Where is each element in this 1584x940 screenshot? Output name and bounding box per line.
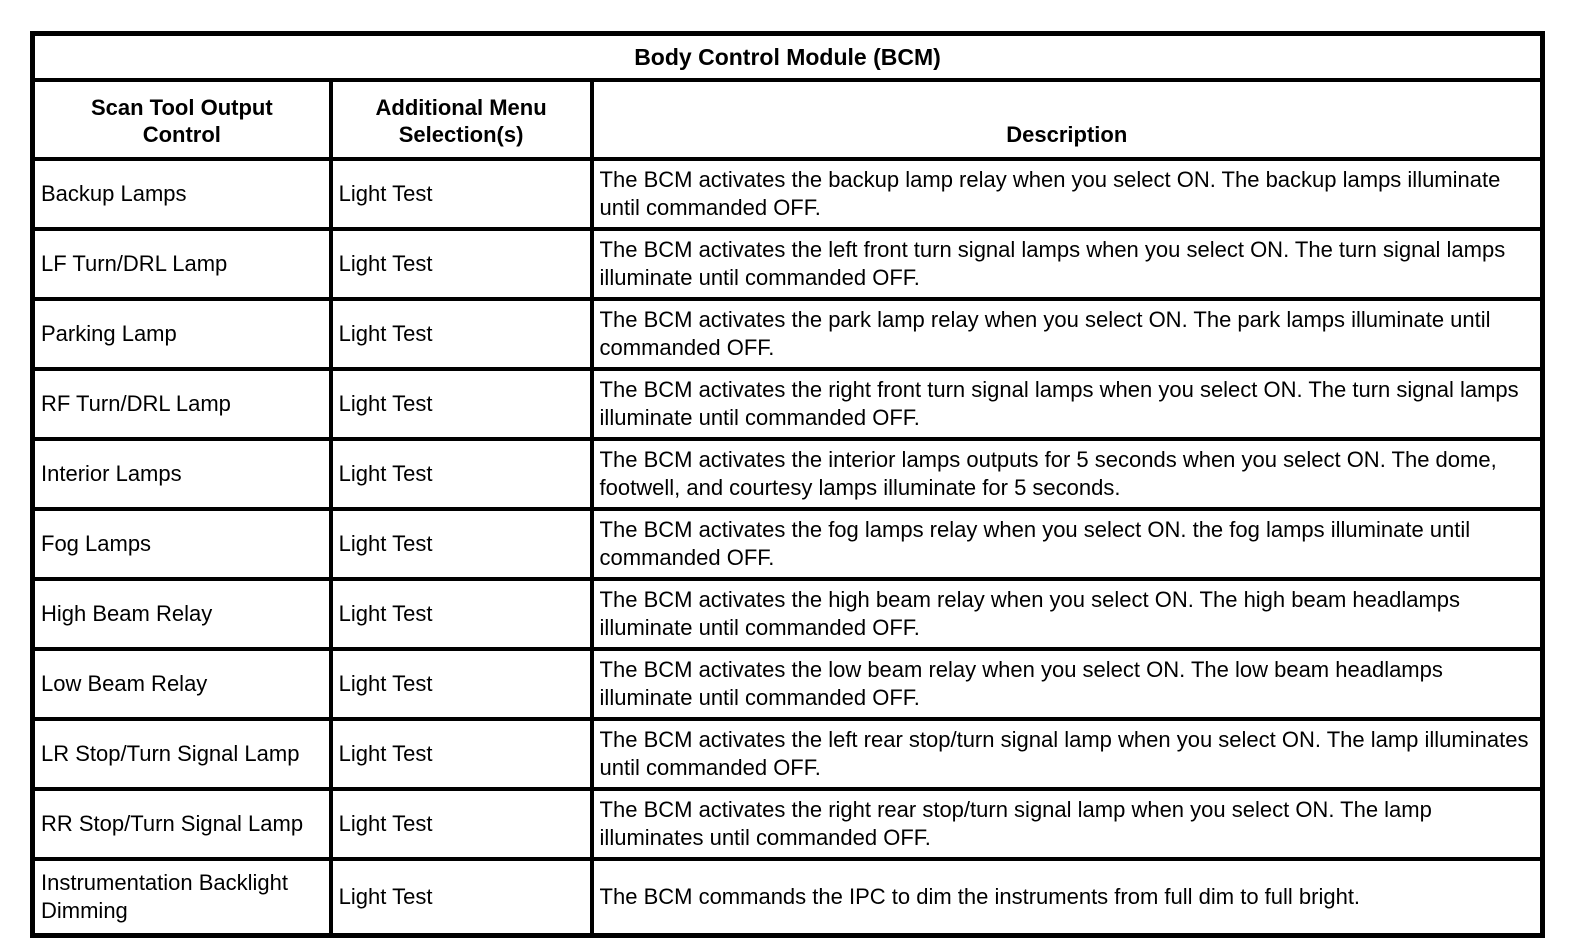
table-row-rr-stop-turn-signal-lamp: RR Stop/Turn Signal Lamp Light Test The … [30,787,1545,861]
description-cell: The BCM activates the interior lamps out… [589,437,1545,511]
table-row-backup-lamps: Backup Lamps Light Test The BCM activate… [30,157,1545,231]
description-cell: The BCM activates the park lamp relay wh… [589,297,1545,371]
menu-cell: Light Test [328,507,594,581]
table-title-row: Body Control Module (BCM) [30,31,1545,82]
description-cell: The BCM commands the IPC to dim the inst… [589,857,1545,938]
control-cell: Interior Lamps [30,437,333,511]
control-cell: Fog Lamps [30,507,333,581]
menu-cell: Light Test [328,717,594,791]
table-header-row: Scan Tool Output Control Additional Menu… [30,78,1545,161]
menu-cell: Light Test [328,227,594,301]
table-row-lf-turn-drl-lamp: LF Turn/DRL Lamp Light Test The BCM acti… [30,227,1545,301]
menu-cell: Light Test [328,577,594,651]
table-title: Body Control Module (BCM) [30,31,1545,82]
table-row-lr-stop-turn-signal-lamp: LR Stop/Turn Signal Lamp Light Test The … [30,717,1545,791]
description-cell: The BCM activates the high beam relay wh… [589,577,1545,651]
table-row-high-beam-relay: High Beam Relay Light Test The BCM activ… [30,577,1545,651]
description-cell: The BCM activates the left rear stop/tur… [589,717,1545,791]
menu-cell: Light Test [328,787,594,861]
table-row-instrumentation-backlight-dimming: Instrumentation Backlight Dimming Light … [30,857,1545,938]
control-cell: Parking Lamp [30,297,333,371]
bcm-output-controls-table: Body Control Module (BCM) Scan Tool Outp… [30,31,1545,938]
description-cell: The BCM activates the left front turn si… [589,227,1545,301]
col-header-description: Description [589,78,1545,161]
menu-cell: Light Test [328,857,594,938]
description-cell: The BCM activates the backup lamp relay … [589,157,1545,231]
description-cell: The BCM activates the right front turn s… [589,367,1545,441]
menu-cell: Light Test [328,367,594,441]
table-row-parking-lamp: Parking Lamp Light Test The BCM activate… [30,297,1545,371]
control-cell: RF Turn/DRL Lamp [30,367,333,441]
control-cell: Low Beam Relay [30,647,333,721]
description-cell: The BCM activates the right rear stop/tu… [589,787,1545,861]
menu-cell: Light Test [328,647,594,721]
control-cell: RR Stop/Turn Signal Lamp [30,787,333,861]
menu-cell: Light Test [328,157,594,231]
menu-cell: Light Test [328,297,594,371]
table-row-fog-lamps: Fog Lamps Light Test The BCM activates t… [30,507,1545,581]
col-header-scan-tool-output-control: Scan Tool Output Control [30,78,333,161]
description-cell: The BCM activates the low beam relay whe… [589,647,1545,721]
table-row-interior-lamps: Interior Lamps Light Test The BCM activa… [30,437,1545,511]
col-header-additional-menu-selections: Additional Menu Selection(s) [328,78,594,161]
control-cell: Backup Lamps [30,157,333,231]
control-cell: LR Stop/Turn Signal Lamp [30,717,333,791]
table-row-rf-turn-drl-lamp: RF Turn/DRL Lamp Light Test The BCM acti… [30,367,1545,441]
menu-cell: Light Test [328,437,594,511]
description-cell: The BCM activates the fog lamps relay wh… [589,507,1545,581]
control-cell: Instrumentation Backlight Dimming [30,857,333,938]
control-cell: LF Turn/DRL Lamp [30,227,333,301]
control-cell: High Beam Relay [30,577,333,651]
table-row-low-beam-relay: Low Beam Relay Light Test The BCM activa… [30,647,1545,721]
